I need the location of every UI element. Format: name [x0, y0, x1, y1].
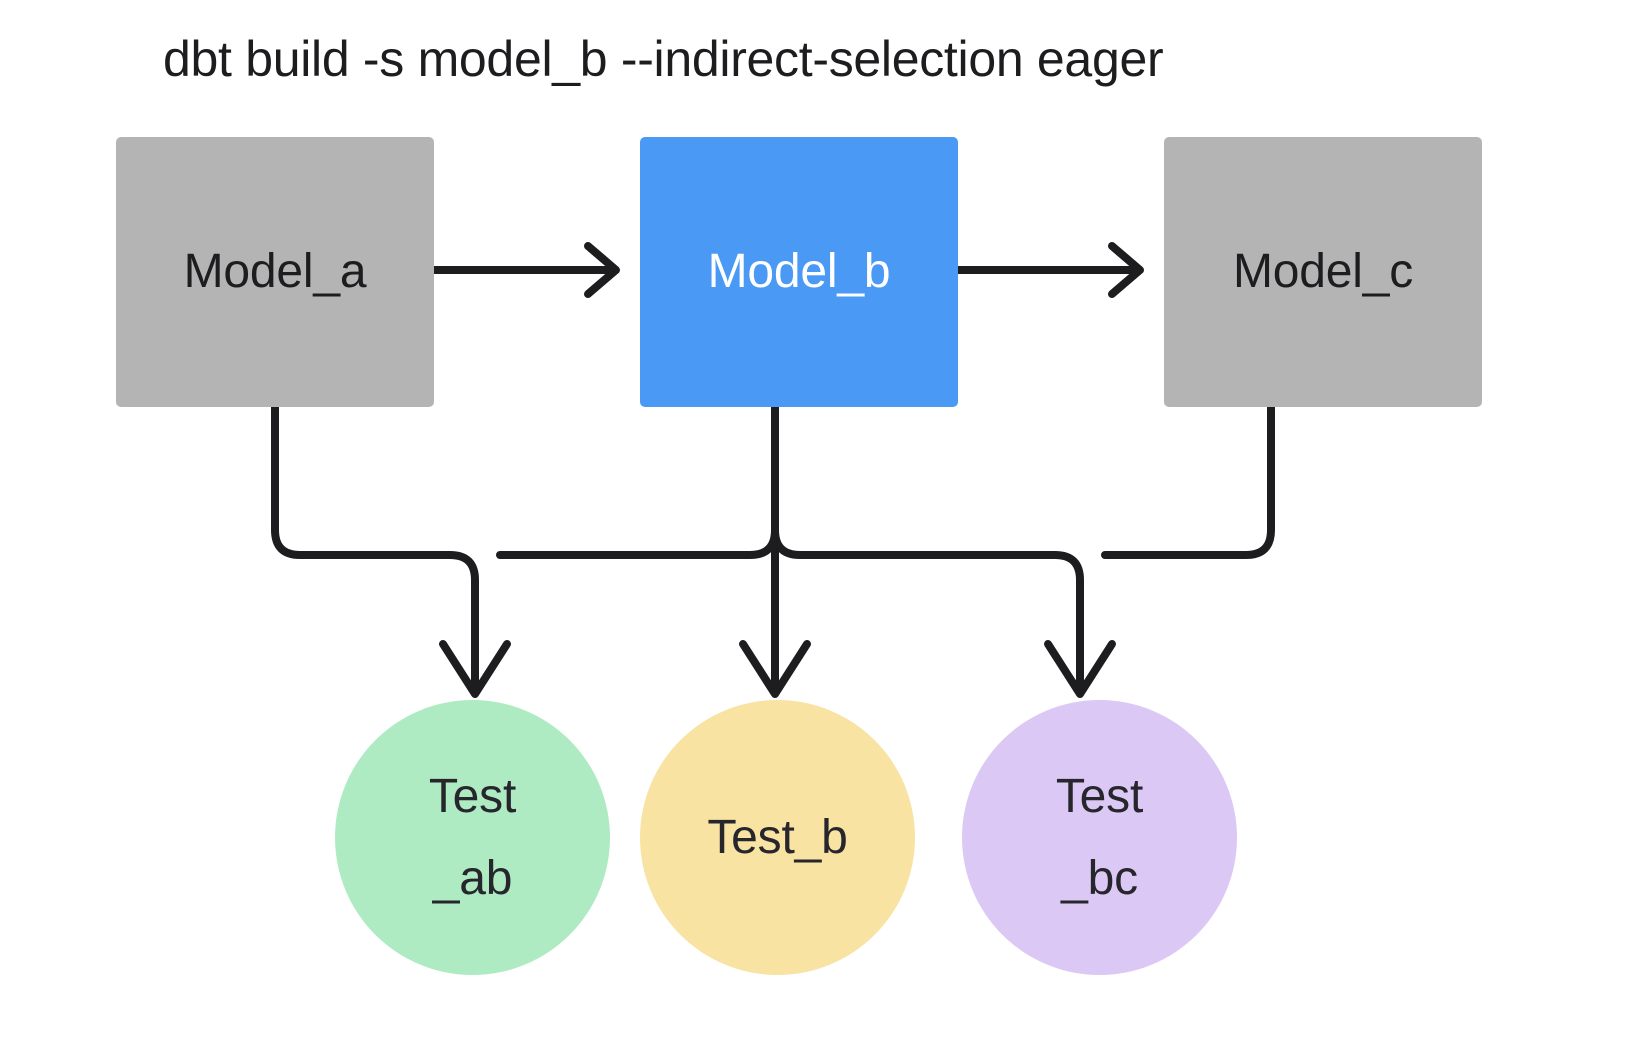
edge-model-b-to-model-c — [954, 242, 1144, 298]
node-model-c-label: Model_c — [1232, 245, 1414, 298]
edge-model-c-to-test-bc — [1101, 403, 1275, 559]
edge-model-a-to-test-ab — [271, 403, 511, 698]
diagram-title: dbt build -s model_b --indirect-selectio… — [163, 31, 1164, 87]
edge-model-b-to-test-b — [739, 403, 811, 698]
edge-model-a-to-model-b — [430, 242, 620, 298]
node-test-ab-label: Test _ab — [428, 769, 517, 905]
node-test-b-label: Test_b — [707, 810, 848, 864]
node-test-ab[interactable]: Test _ab — [335, 700, 610, 975]
node-model-c[interactable]: Model_c — [1164, 137, 1482, 407]
node-model-a-label: Model_a — [183, 245, 367, 298]
node-model-b[interactable]: Model_b — [640, 137, 958, 407]
node-model-b-label: Model_b — [707, 245, 891, 298]
edge-model-b-to-test-ab — [496, 403, 779, 559]
edge-model-b-to-test-bc — [771, 403, 1116, 698]
node-model-a[interactable]: Model_a — [116, 137, 434, 407]
node-test-bc-label: Test _bc — [1055, 769, 1144, 905]
node-test-b[interactable]: Test_b — [640, 700, 915, 975]
node-test-bc[interactable]: Test _bc — [962, 700, 1237, 975]
